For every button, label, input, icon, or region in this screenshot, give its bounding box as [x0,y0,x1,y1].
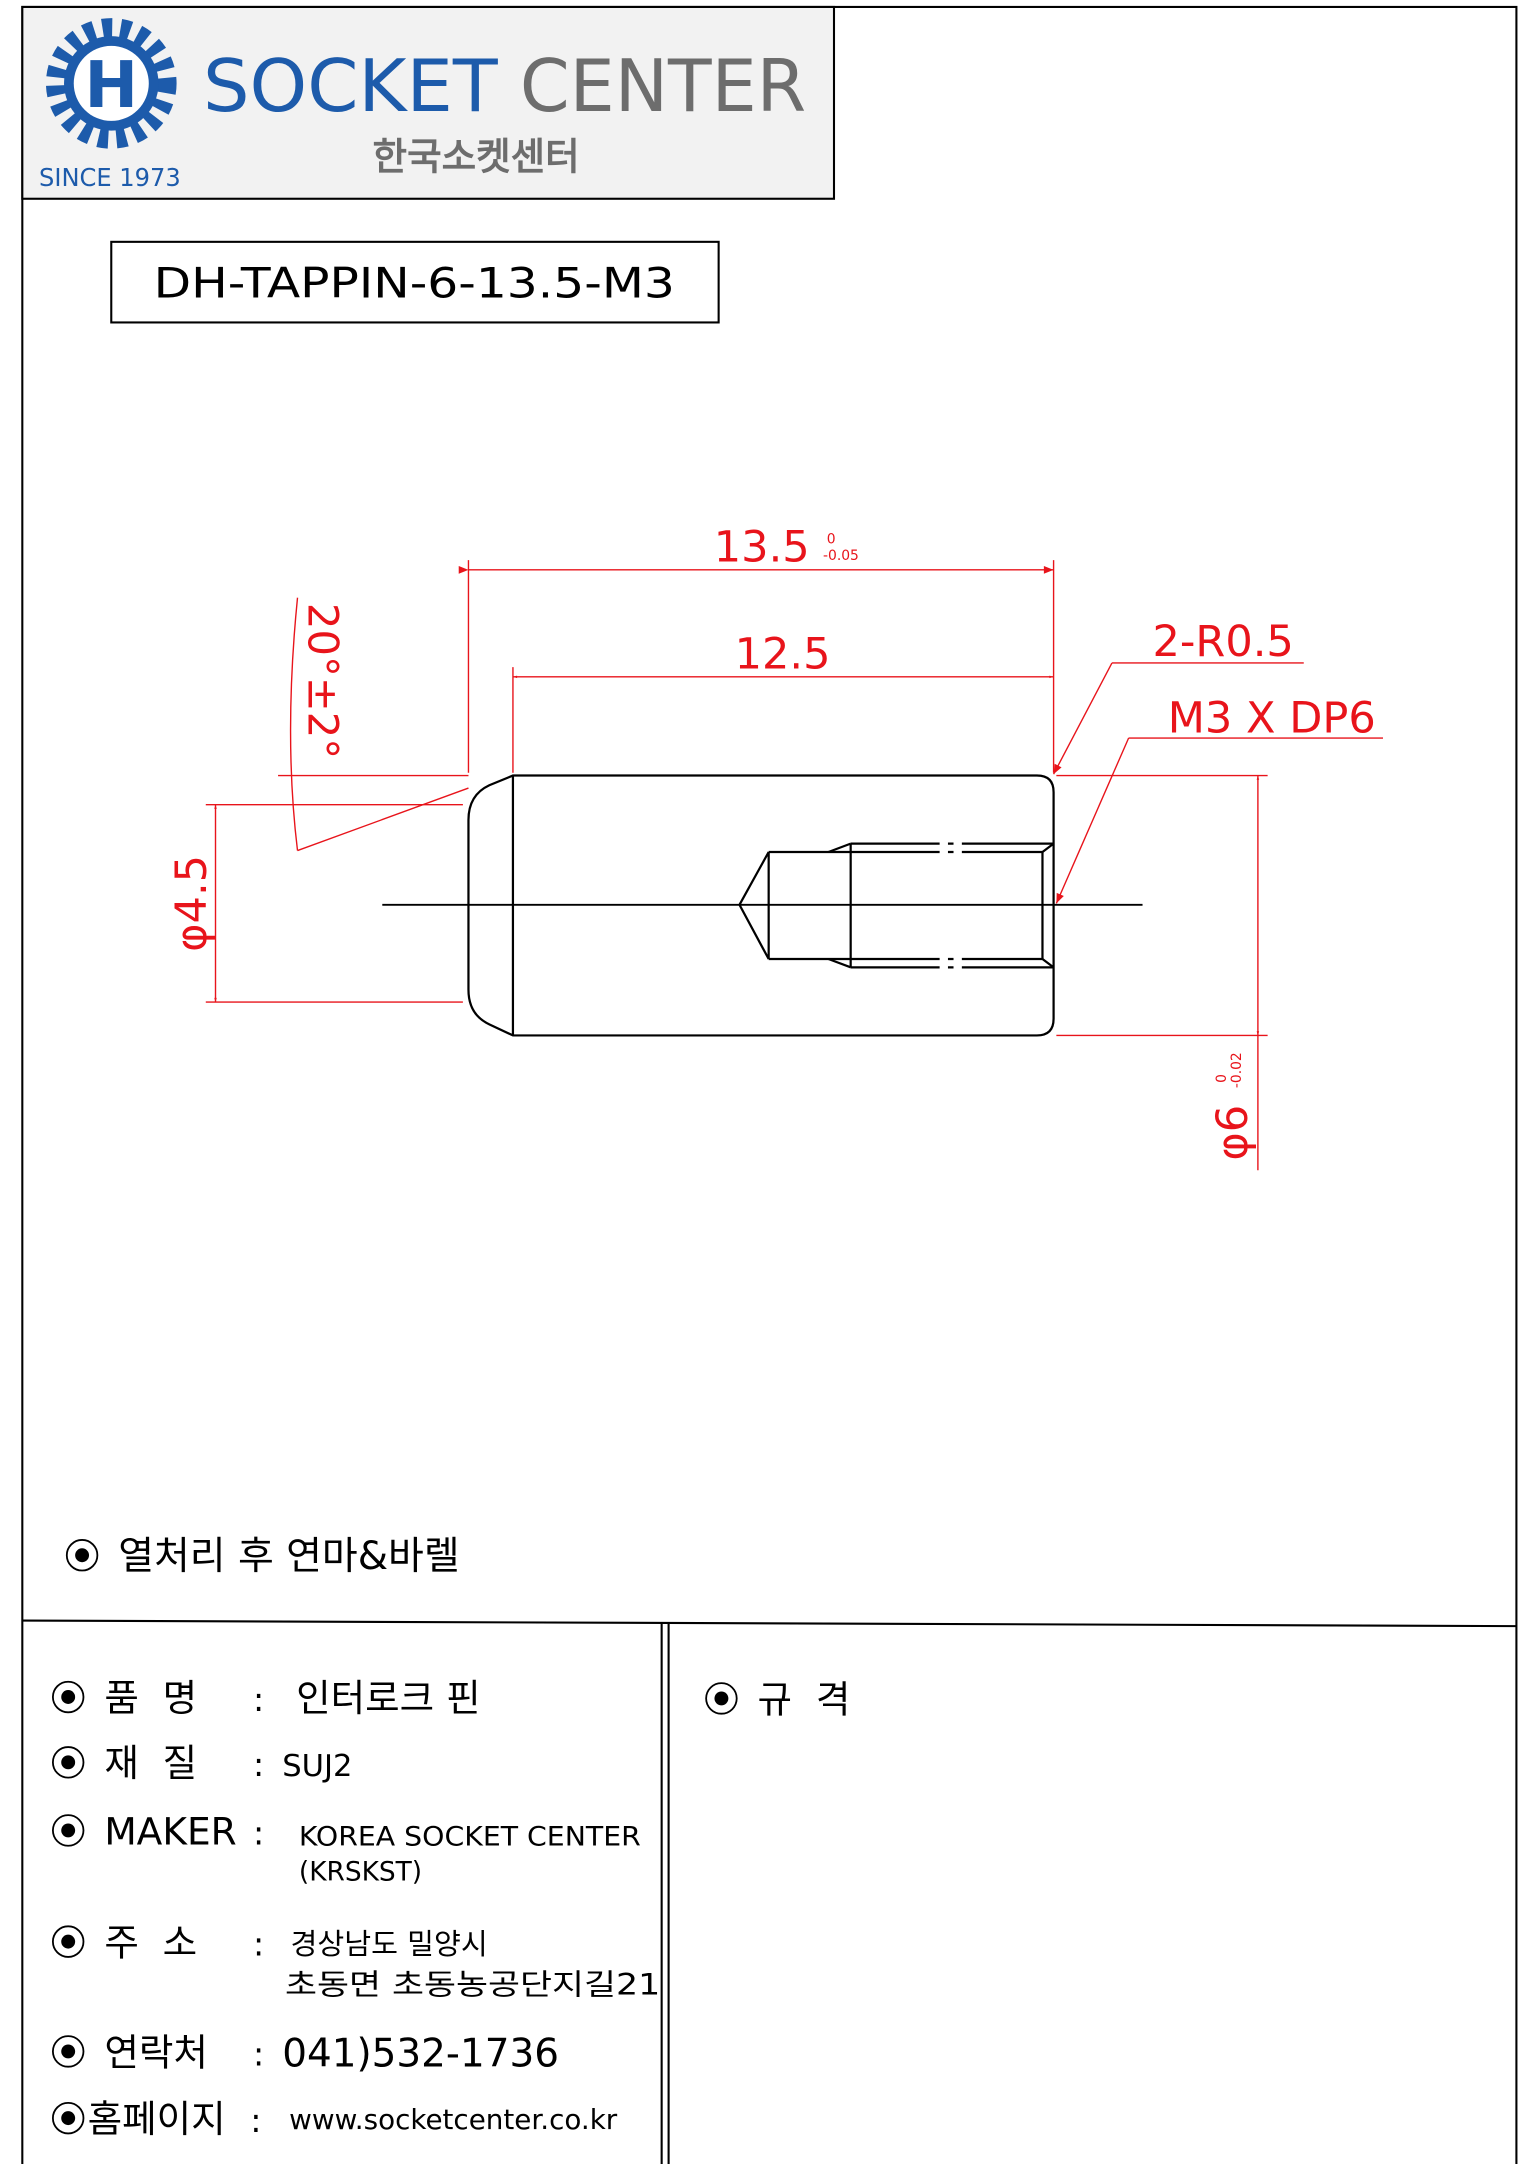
spec-row-contact: 연락처 : 041)532-1736 [51,2030,559,2077]
spec-row-homepage: 홈페이지 : www.socketcenter.co.kr [51,2097,618,2141]
svg-text:2-R0.5: 2-R0.5 [1152,617,1293,667]
svg-text:0: 0 [827,531,836,547]
company-logo: H SOCKET CENTER 한국소켓센터 SINCE 1973 [21,5,836,200]
svg-text:041)532-1736: 041)532-1736 [282,2032,559,2077]
bullet-icon [51,1814,85,1847]
svg-text:13.5: 13.5 [714,523,810,573]
svg-text:품 명: 품 명 [104,1676,197,1720]
svg-text:-0.05: -0.05 [823,548,859,564]
svg-text:홈페이지: 홈페이지 [88,2097,226,2141]
spec-row-product-name: 품 명 : 인터로크 핀 [51,1676,481,1720]
logo-brand-secondary: CENTER [520,45,806,129]
svg-text:연락처: 연락처 [104,2030,208,2074]
heat-treatment-note: 열처리 후 연마&바렐 [65,1534,460,1579]
logo-korean-name: 한국소켓센터 [373,135,580,179]
dimension-chamfer-angle: 20°±2° [278,597,469,852]
svg-text:규 격: 규 격 [758,1677,851,1721]
sheet-border [21,5,1518,2164]
svg-text::: : [253,1813,264,1852]
svg-text::: : [250,2101,261,2140]
svg-text:12.5: 12.5 [735,630,831,680]
svg-text:KOREA SOCKET CENTER: KOREA SOCKET CENTER [299,1822,641,1853]
spec-row-maker: MAKER : KOREA SOCKET CENTER (KRSKST) [51,1809,641,1887]
part-outline [382,774,1143,1037]
bullet-icon [51,1746,85,1779]
dimension-outer-diameter: φ6 0 -0.02 [1056,774,1268,1171]
svg-text:0: 0 [1214,1074,1230,1083]
part-number: DH-TAPPIN-6-13.5-M3 [154,258,675,307]
svg-text:φ4.5: φ4.5 [167,855,217,952]
bullet-icon [51,2035,85,2068]
spec-row-material: 재 질 : SUJ2 [51,1741,352,1785]
homepage-link[interactable]: www.socketcenter.co.kr [289,2103,618,2136]
svg-text:주 소: 주 소 [104,1921,197,1965]
bullet-icon [51,1925,85,1958]
svg-text:(KRSKST): (KRSKST) [299,1856,422,1887]
svg-text:인터로크 핀: 인터로크 핀 [296,1676,481,1720]
bullet-icon [705,1682,738,1715]
svg-text:20°±2°: 20°±2° [299,603,348,759]
svg-text:경상남도 밀양시: 경상남도 밀양시 [291,1927,488,1961]
table-divider [22,1619,1517,1628]
part-number-box [110,240,720,324]
svg-text:MAKER: MAKER [104,1809,236,1853]
svg-text:H: H [85,49,138,123]
dimension-radius: 2-R0.5 [1052,617,1304,775]
svg-text::: : [253,2034,264,2073]
spec-row-address: 주 소 : 경상남도 밀양시 초동면 초동농공단지길21 [51,1921,660,2001]
svg-text:M3 X DP6: M3 X DP6 [1168,693,1376,743]
svg-text:-0.02: -0.02 [1229,1052,1245,1088]
bullet-icon [51,2101,85,2135]
spec-row-standard: 규 격 [705,1677,851,1721]
dimension-chamfer-diameter: φ4.5 [167,804,463,1003]
svg-text:재 질: 재 질 [104,1741,197,1785]
svg-text:SUJ2: SUJ2 [282,1749,352,1784]
bullet-icon [65,1539,99,1572]
svg-text:φ6: φ6 [1208,1105,1258,1161]
bullet-icon [51,1680,85,1714]
tapped-hole [738,842,1055,969]
svg-text::: : [253,1745,264,1784]
svg-text::: : [253,1925,264,1964]
logo-brand-primary: SOCKET [203,45,499,129]
svg-text::: : [253,1680,264,1719]
logo-since: SINCE 1973 [39,163,181,192]
svg-text:열처리 후 연마&바렐: 열처리 후 연마&바렐 [118,1534,459,1579]
dimension-body-length: 12.5 [512,630,1054,773]
svg-text:초동면 초동농공단지길21: 초동면 초동농공단지길21 [285,1967,660,2001]
dimension-overall-length: 13.5 0 -0.05 [458,523,1055,773]
gear-icon: H [45,18,177,149]
dimension-thread: M3 X DP6 [1055,693,1383,904]
